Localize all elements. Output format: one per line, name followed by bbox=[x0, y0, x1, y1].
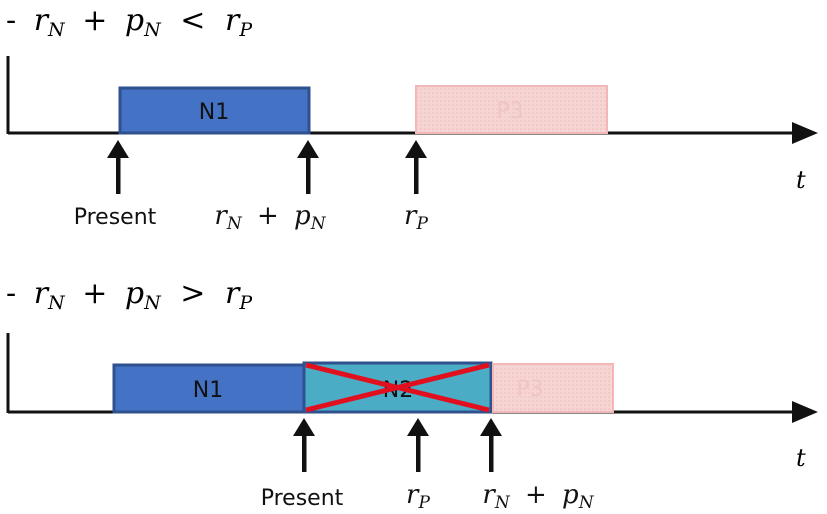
panel-1-rp-arrow-shaft bbox=[414, 156, 419, 194]
rp-r: r bbox=[404, 201, 418, 231]
pn-subscript: N bbox=[310, 214, 327, 234]
panel-2-condition: - rN + pN > rP bbox=[6, 276, 253, 317]
panel-2-present-label: Present bbox=[261, 486, 344, 511]
panel-2-block-n2-cross-line-2 bbox=[305, 362, 490, 413]
rn-pn-plus: + bbox=[525, 480, 547, 510]
condition-p-subscript: N bbox=[143, 292, 162, 314]
panel-1-rn-pn-arrowhead bbox=[297, 140, 319, 158]
panel-2-rn-pn-marker: rN + pN bbox=[480, 418, 595, 514]
condition-r-subscript: N bbox=[47, 292, 66, 314]
panel-2-rn-pn-arrowhead bbox=[480, 418, 502, 436]
panel-2-present-arrowhead bbox=[293, 418, 315, 436]
panel-2-present-marker: Present bbox=[261, 418, 344, 511]
panel-2-block-n1-label: N1 bbox=[193, 378, 223, 403]
panel-1-present-label: Present bbox=[74, 205, 157, 230]
panel-1-block-p3-label: P3 bbox=[496, 99, 523, 124]
panel-1-rn-pn-label: rN + pN bbox=[214, 201, 326, 236]
panel-2-rp-label: rP bbox=[406, 480, 430, 513]
condition-operator: < bbox=[180, 3, 205, 38]
panel-1-axis-label: t bbox=[796, 166, 806, 194]
panel-1-rn-pn-arrow-shaft bbox=[306, 156, 311, 194]
panel-2-rp-arrow-shaft bbox=[416, 434, 421, 472]
panel-2-axis-label: t bbox=[796, 444, 806, 472]
rn-pn-plus: + bbox=[257, 201, 279, 231]
panel-1-rp-marker: rP bbox=[404, 140, 428, 234]
panel-1-present-arrow-shaft bbox=[116, 156, 121, 194]
condition-r2-subscript: P bbox=[238, 292, 253, 314]
panel-2-rp-marker: rP bbox=[406, 418, 430, 513]
panel-1-block-n1-label: N1 bbox=[199, 100, 229, 125]
panel-2-block-p3-label: P3 bbox=[516, 377, 543, 402]
pn-p: p bbox=[294, 201, 311, 231]
pn-p: p bbox=[562, 480, 579, 510]
panel-1-present-arrowhead bbox=[107, 140, 129, 158]
condition-p: p bbox=[125, 276, 144, 311]
condition-plus: + bbox=[82, 3, 107, 38]
condition-p: p bbox=[125, 3, 144, 38]
panel-1-block-p3 bbox=[415, 85, 608, 134]
condition-r: r bbox=[34, 276, 50, 311]
condition-r: r bbox=[34, 3, 50, 38]
panel-1-present-marker: Present bbox=[74, 140, 157, 230]
panel-1-rp-label: rP bbox=[404, 201, 428, 234]
condition-dash: - bbox=[6, 276, 16, 311]
panel-2-axis-arrowhead bbox=[792, 401, 818, 423]
condition-dash: - bbox=[6, 3, 16, 38]
condition-r2: r bbox=[225, 276, 241, 311]
panel-2: - rN + pN > rP t N1 N2 P3 Present bbox=[6, 276, 818, 514]
rp-subscript: P bbox=[417, 493, 430, 513]
panel-1-rp-arrowhead bbox=[405, 140, 427, 158]
panel-1-condition: - rN + pN < rP bbox=[6, 3, 253, 44]
panel-2-rn-pn-arrow-shaft bbox=[489, 434, 494, 472]
rn-subscript: N bbox=[226, 214, 243, 234]
panel-1-rn-pn-marker: rN + pN bbox=[214, 140, 327, 236]
condition-r2: r bbox=[225, 3, 241, 38]
panel-1: - rN + pN < rP t N1 P3 Present rN + bbox=[6, 3, 818, 236]
condition-operator: > bbox=[180, 276, 205, 311]
panel-2-rn-pn-label: rN + pN bbox=[482, 480, 594, 514]
rn-r: r bbox=[482, 480, 496, 510]
panel-1-axis-arrowhead bbox=[792, 122, 818, 144]
condition-p-subscript: N bbox=[143, 19, 162, 41]
pn-subscript: N bbox=[578, 493, 595, 513]
rp-r: r bbox=[406, 480, 420, 510]
condition-r-subscript: N bbox=[47, 19, 66, 41]
panel-2-present-arrow-shaft bbox=[302, 434, 307, 472]
panel-2-rp-arrowhead bbox=[407, 418, 429, 436]
rn-r: r bbox=[214, 201, 228, 231]
condition-r2-subscript: P bbox=[238, 19, 253, 41]
rn-subscript: N bbox=[494, 493, 511, 513]
condition-plus: + bbox=[82, 276, 107, 311]
panel-2-block-p3 bbox=[492, 363, 614, 413]
panel-1-block-n1 bbox=[118, 86, 311, 135]
rp-subscript: P bbox=[415, 214, 428, 234]
